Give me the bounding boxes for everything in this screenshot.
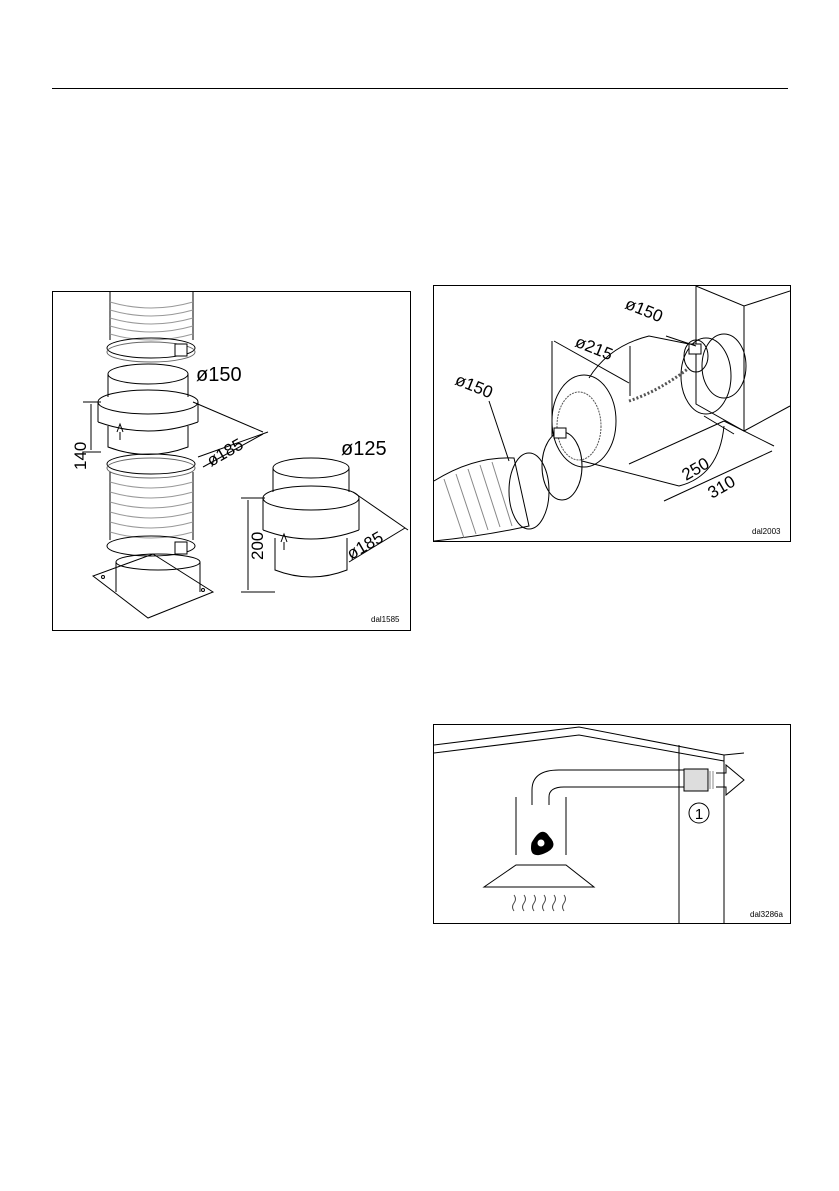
installation-illustration: 1 dal3286a — [434, 726, 783, 923]
ducting — [515, 769, 684, 855]
label-height-200: 200 — [248, 532, 267, 560]
label-dia-125: ø125 — [341, 438, 387, 460]
adapter-125 — [262, 457, 360, 578]
lower-flex-hose — [109, 472, 194, 540]
callout-circle — [688, 802, 710, 824]
label-dia-150: ø150 — [196, 364, 242, 386]
adapter-150 — [97, 363, 199, 455]
dimension-lines — [488, 335, 775, 502]
silencer-body — [551, 335, 732, 487]
roof — [434, 726, 745, 923]
cooker-hood — [482, 831, 596, 888]
label-length-310: 310 — [705, 472, 739, 503]
figure-code: dal3286a — [750, 910, 783, 919]
figure-code: dal1585 — [371, 615, 400, 624]
label-length-250: 250 — [679, 454, 713, 485]
silencer-illustration: ø150 ø215 ø150 250 310 dal2003 — [434, 286, 790, 541]
lower-hose-clamp — [106, 535, 196, 557]
figure-installation: 1 dal3286a — [433, 724, 791, 924]
figure-duct-adapters: ø150 ø185 140 ø125 ø185 200 dal1585 — [52, 291, 411, 631]
label-dia-185: ø185 — [204, 435, 247, 471]
label-body-dia: ø215 — [573, 332, 616, 364]
flex-hose — [434, 452, 550, 541]
dim-185b-lines — [348, 491, 409, 563]
header-rule — [52, 88, 788, 89]
upper-hose-clamp — [106, 337, 196, 363]
wall-silencer — [683, 763, 745, 797]
wall-box — [695, 286, 790, 432]
dim-140-lines — [83, 401, 101, 453]
dim-200-lines — [241, 497, 275, 593]
steam — [512, 894, 566, 912]
label-wall-dia: ø150 — [623, 294, 666, 326]
middle-hose-clamp — [106, 453, 196, 479]
callout-number: 1 — [695, 806, 703, 823]
wall-plate — [91, 553, 215, 619]
upper-flex-hose — [109, 292, 194, 341]
dim-185-lines — [192, 401, 269, 468]
silencer-clamps — [541, 339, 709, 501]
label-height-140: 140 — [71, 442, 90, 470]
duct-adapters-illustration: ø150 ø185 140 ø125 ø185 200 dal1585 — [71, 292, 409, 624]
figure-code: dal2003 — [752, 527, 781, 536]
label-hose-dia: ø150 — [453, 370, 496, 402]
figure-silencer: ø150 ø215 ø150 250 310 dal2003 — [433, 285, 791, 542]
